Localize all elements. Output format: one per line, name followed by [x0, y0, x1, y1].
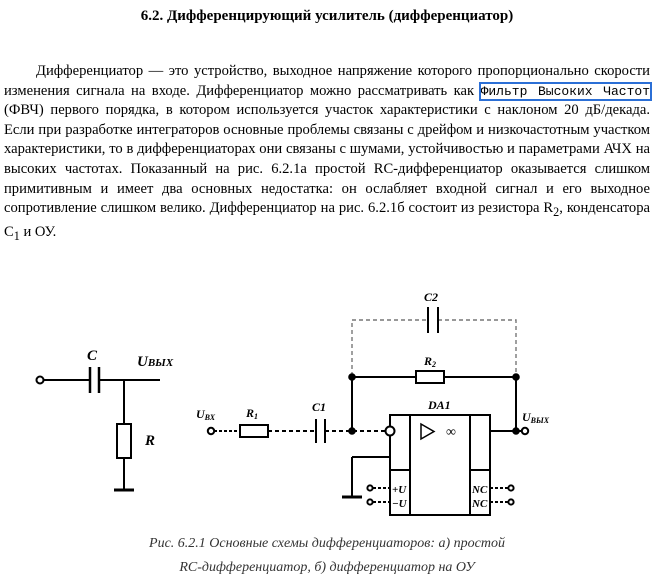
label-r: R — [144, 433, 155, 449]
label-c1: C1 — [312, 400, 326, 414]
diagram-rc-differentiator: C UВЫХ R — [35, 348, 174, 492]
inverting-input-marker — [384, 425, 396, 437]
label-infinity: ∞ — [446, 425, 456, 440]
label-r1: R1 — [245, 406, 258, 421]
subscript-r2: 2 — [553, 205, 560, 220]
label-minus-u: −U — [392, 498, 408, 510]
input-terminal — [35, 375, 45, 385]
label-nc-2: NC — [471, 498, 488, 510]
opamp-da1 — [389, 414, 491, 516]
label-nc-1: NC — [471, 484, 488, 496]
paragraph-text-3: , конденсатора C — [4, 200, 650, 240]
label-da1: DA1 — [427, 398, 451, 412]
highlighted-term[interactable]: Фильтр Высоких Частот — [478, 81, 653, 101]
resistor-r1 — [239, 424, 269, 438]
label-plus-u: +U — [392, 484, 407, 496]
label-uout: UВЫХ — [522, 410, 550, 425]
section-heading: 6.2. Дифференцирующий усилитель (диффере… — [140, 8, 514, 24]
resistor-r2 — [415, 370, 445, 384]
paragraph-text-4: и ОУ. — [19, 223, 57, 240]
figure-caption-line-1: Рис. 6.2.1 Основные схемы дифференциатор… — [149, 536, 505, 551]
figure-caption-line-2: RC-дифференциатор, б) дифференциатор на … — [179, 560, 475, 575]
label-u-out: UВЫХ — [137, 354, 174, 370]
body-paragraph: Дифференциатор — это устройство, выходно… — [4, 62, 653, 246]
label-c2: C2 — [424, 290, 438, 304]
diagram-opamp-differentiator: C2 R2 UВХ R1 C1 DA1 ∞ UВЫХ +U −U NC NC — [196, 290, 550, 516]
paragraph-text-1: Дифференциатор — это устройство, выходно… — [4, 63, 650, 99]
opamp-triangle — [420, 422, 436, 441]
label-r2: R2 — [423, 354, 436, 369]
subscript-c1: 1 — [13, 228, 20, 243]
input-terminal-uin — [206, 426, 216, 436]
resistor-r — [116, 423, 132, 459]
output-terminal-uout — [520, 426, 530, 436]
label-uin: UВХ — [196, 407, 216, 422]
paragraph-text-2: (ФВЧ) первого порядка, в котором использ… — [4, 102, 650, 217]
label-c: C — [87, 348, 98, 364]
